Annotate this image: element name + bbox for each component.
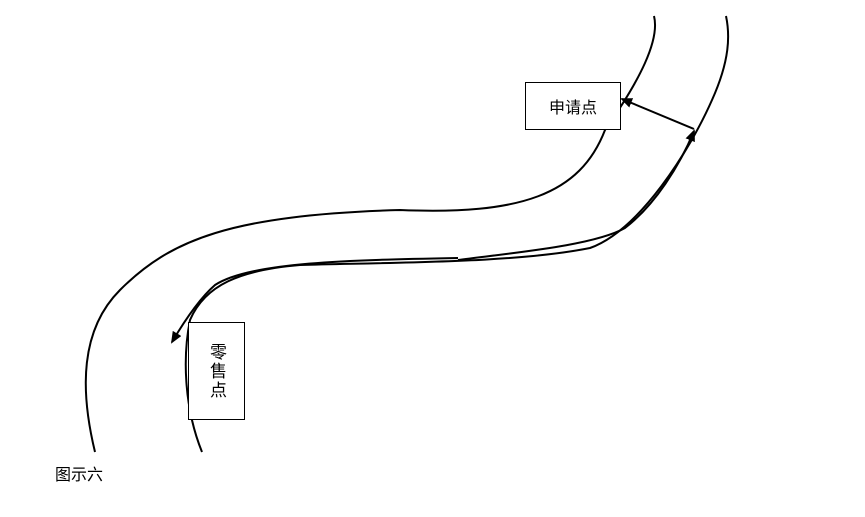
arrow-to-apply-point xyxy=(620,98,695,130)
retail-point-label: 零售点 xyxy=(206,342,226,400)
route-line-retail xyxy=(170,257,459,344)
road-edge-right xyxy=(184,15,730,453)
route-line-upper xyxy=(457,129,695,261)
apply-point-label: 申请点 xyxy=(548,98,597,117)
apply-point-box: 申请点 xyxy=(525,82,621,130)
figure-caption: 图示六 xyxy=(55,465,104,484)
retail-point-box: 零售点 xyxy=(188,322,245,420)
